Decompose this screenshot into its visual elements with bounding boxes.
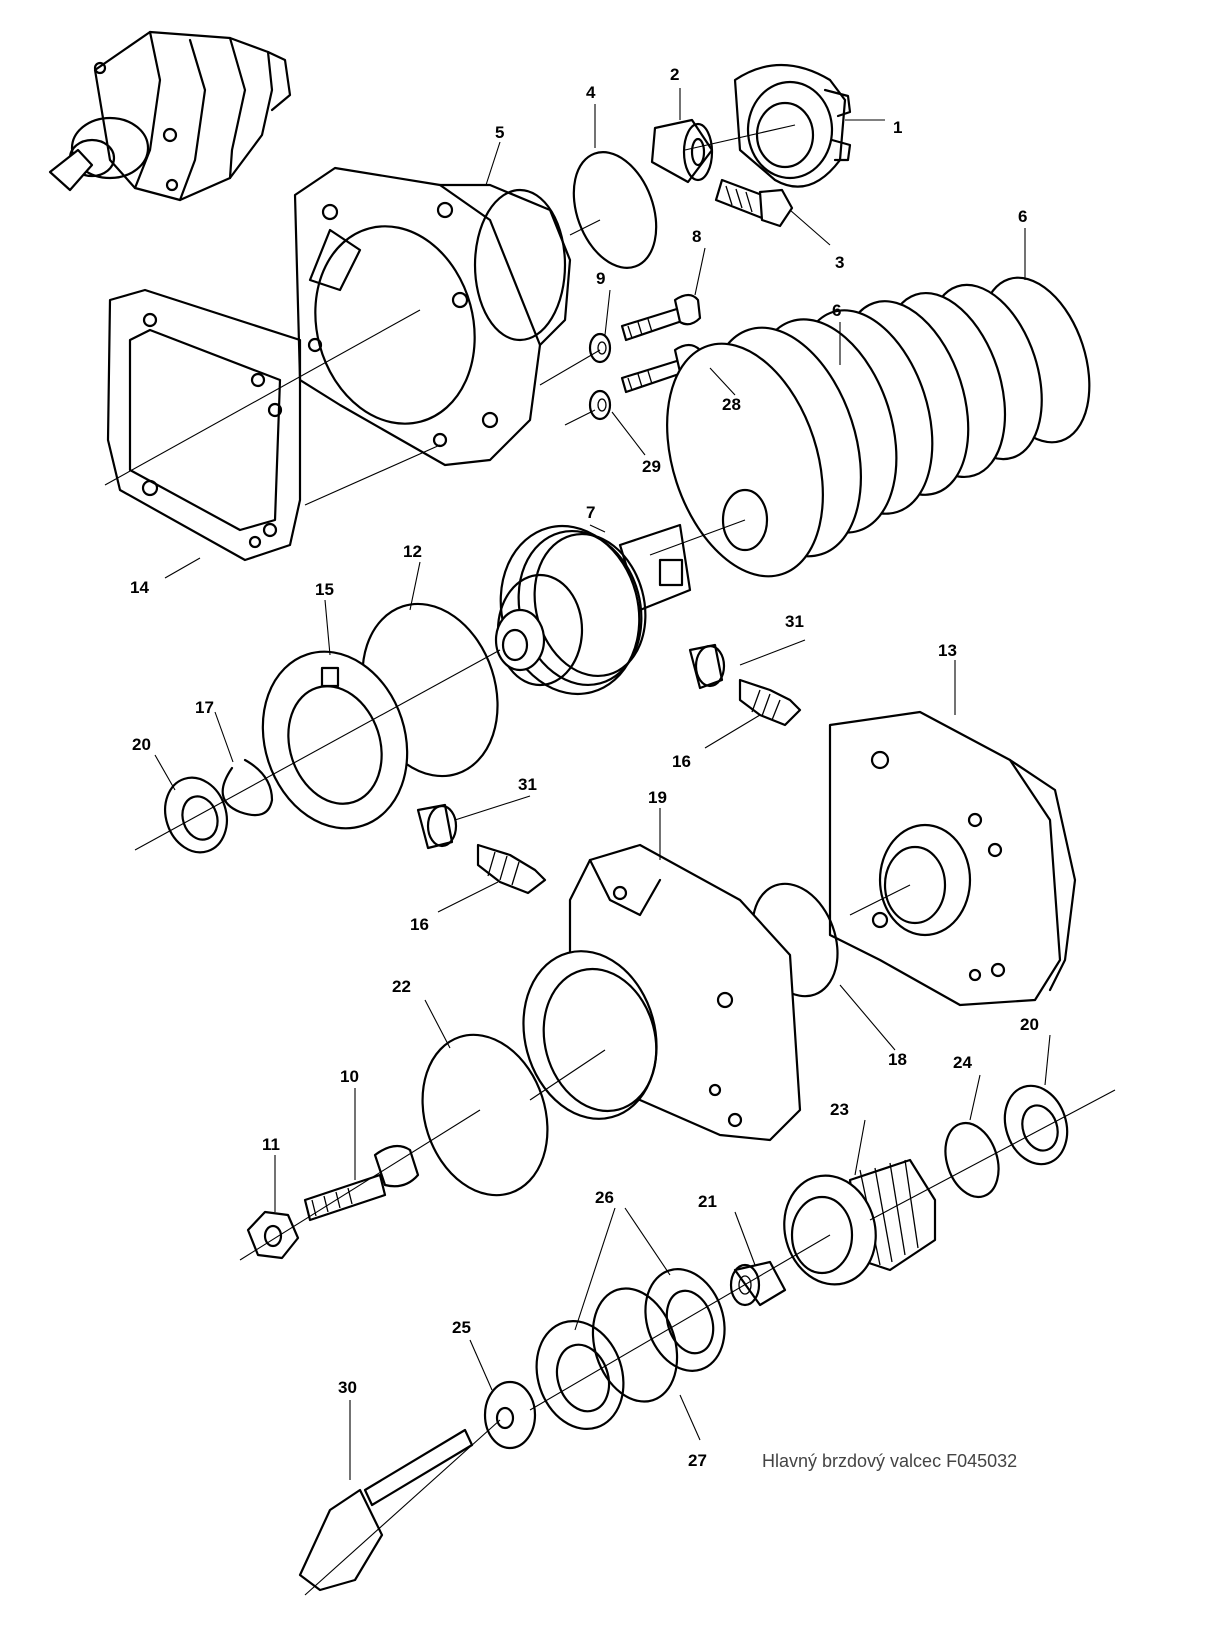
callout-4: 4 — [586, 83, 596, 102]
part-14-gasket — [106, 288, 302, 562]
part-2-sleeve — [650, 118, 714, 184]
callout-14: 14 — [130, 578, 149, 597]
callout-21: 21 — [698, 1192, 717, 1211]
part-11-nut — [246, 1210, 300, 1260]
callout-17: 17 — [195, 698, 214, 717]
callout-labels: 1 2 3 4 5 6 6 7 8 9 10 11 12 13 14 15 16… — [130, 65, 1039, 1470]
part-26-washer-b — [535, 1320, 625, 1430]
part-31-cap-lower — [416, 803, 458, 850]
callout-6-lower: 6 — [832, 301, 841, 320]
callout-5: 5 — [495, 123, 504, 142]
callout-16-upper: 16 — [672, 752, 691, 771]
part-24-o-ring — [944, 1121, 1000, 1199]
part-22-o-ring — [421, 1033, 549, 1197]
callout-11: 11 — [262, 1135, 280, 1154]
part-16-bleeder-upper — [738, 678, 802, 727]
part-8-screw — [620, 293, 702, 342]
callout-20-right: 20 — [1020, 1015, 1039, 1034]
callout-9: 9 — [596, 269, 605, 288]
part-31-cap-upper — [688, 643, 726, 690]
callout-19: 19 — [648, 788, 667, 807]
callout-20-left: 20 — [132, 735, 151, 754]
callout-3: 3 — [835, 253, 844, 272]
callout-1: 1 — [893, 118, 902, 137]
callout-31-lower: 31 — [518, 775, 537, 794]
part-4-o-ring — [572, 151, 658, 269]
callout-6-upper: 6 — [1018, 207, 1027, 226]
part-19-cylinder-body — [522, 843, 802, 1142]
callout-8: 8 — [692, 227, 701, 246]
part-30-push-rod — [298, 1428, 474, 1592]
callout-16-lower: 16 — [410, 915, 429, 934]
callout-12: 12 — [403, 542, 422, 561]
assembled-unit-illustration — [48, 30, 292, 202]
callout-13: 13 — [938, 641, 957, 660]
callout-23: 23 — [830, 1100, 849, 1119]
part-20-washer-right — [1003, 1084, 1069, 1166]
callout-27: 27 — [688, 1451, 707, 1470]
callout-10: 10 — [340, 1067, 359, 1086]
callout-31-upper: 31 — [785, 612, 804, 631]
part-6-bellows-boot — [666, 276, 1091, 578]
callout-18: 18 — [888, 1050, 907, 1069]
part-9-washer — [588, 332, 612, 364]
callout-30: 30 — [338, 1378, 357, 1397]
callout-2: 2 — [670, 65, 679, 84]
callout-15: 15 — [315, 580, 334, 599]
part-3-bolt — [714, 178, 794, 228]
part-5-housing — [293, 166, 572, 467]
callout-22: 22 — [392, 977, 411, 996]
part-23-valve-insert — [783, 1158, 937, 1286]
callout-25: 25 — [452, 1318, 471, 1337]
diagram-caption: Hlavný brzdový valcec F045032 — [762, 1451, 1017, 1471]
callout-24: 24 — [953, 1053, 972, 1072]
part-21-bushing — [729, 1260, 787, 1307]
part-16-bleeder-lower — [476, 843, 547, 895]
part-27-o-ring — [591, 1287, 679, 1403]
part-17-circlip — [221, 758, 274, 817]
part-25-washer — [483, 1380, 537, 1450]
callout-29: 29 — [642, 457, 661, 476]
leader-lines — [104, 88, 1116, 1596]
part-13-end-cover — [828, 710, 1077, 1007]
part-29-washer — [588, 389, 612, 421]
callout-7: 7 — [586, 503, 595, 522]
callout-28: 28 — [722, 395, 741, 414]
callout-26: 26 — [595, 1188, 614, 1207]
part-7-piston — [494, 523, 692, 696]
